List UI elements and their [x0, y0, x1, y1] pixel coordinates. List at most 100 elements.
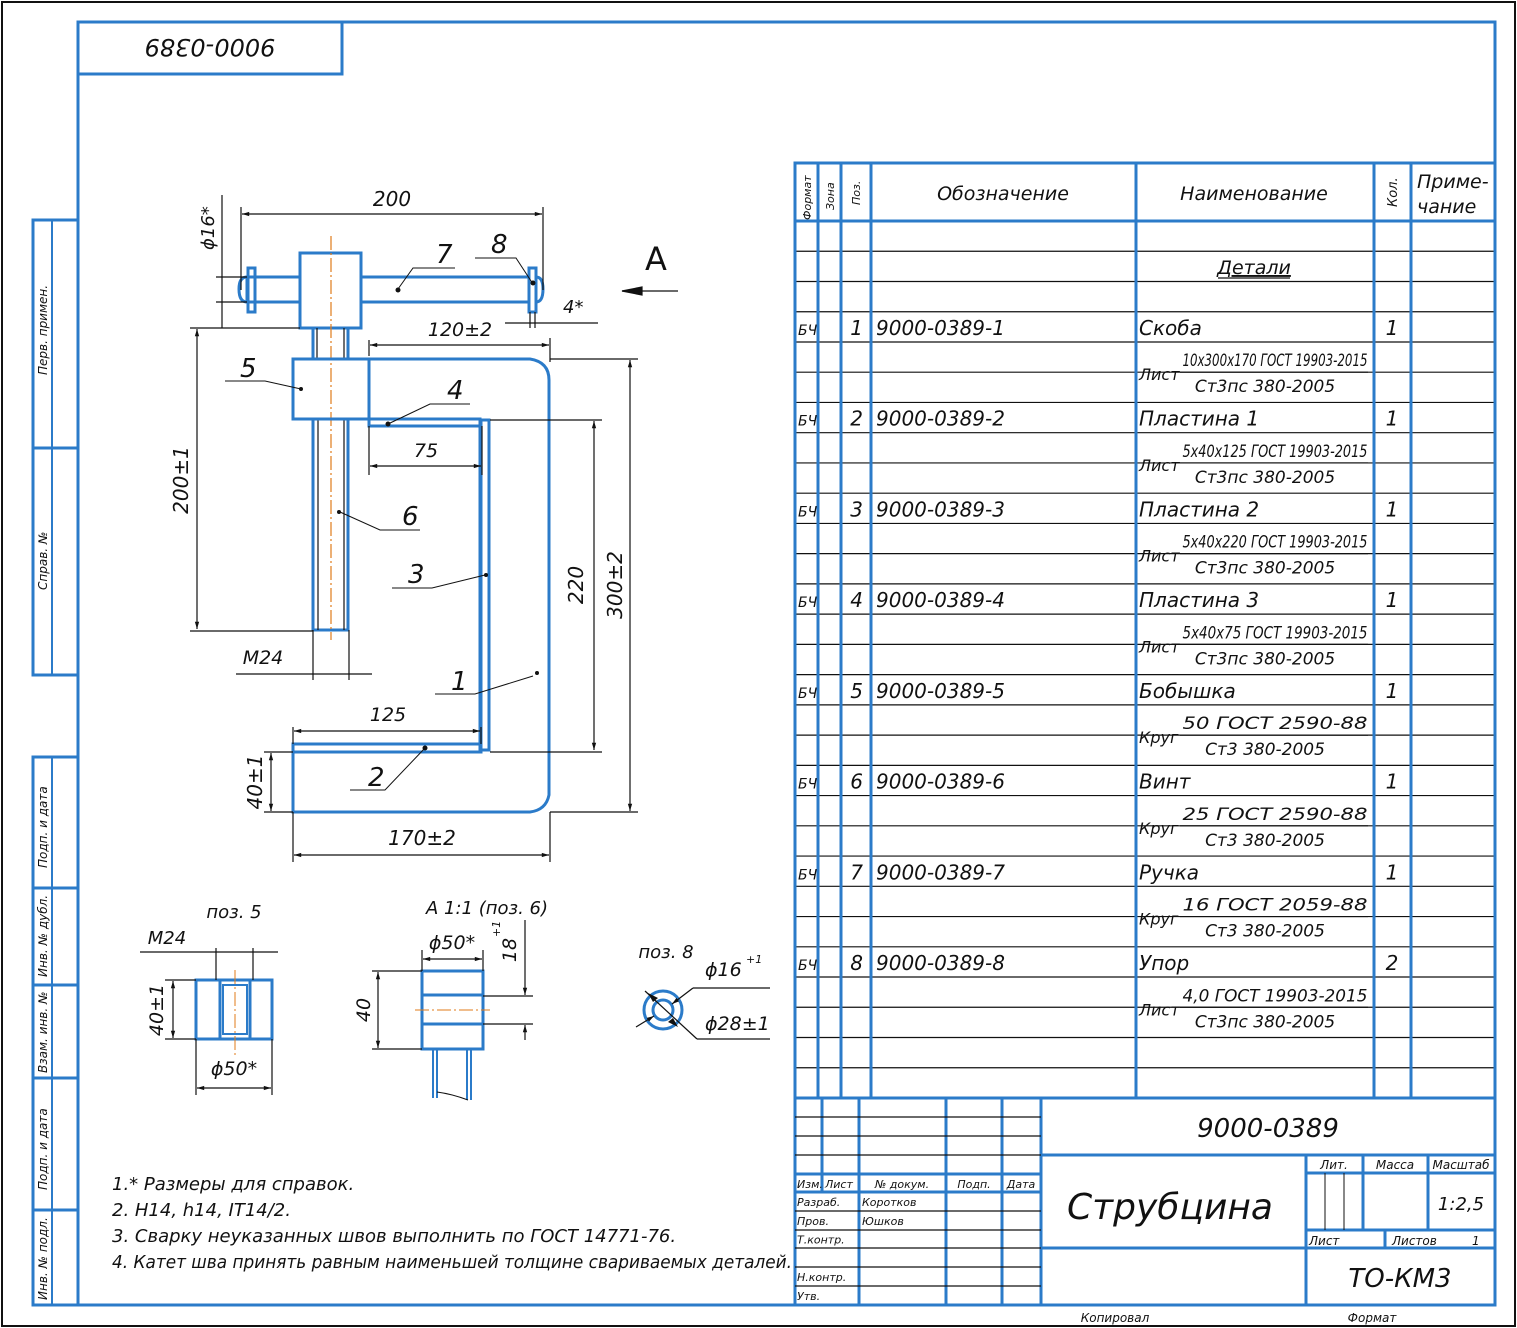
row-material-prefix: Лист: [1138, 547, 1180, 566]
row-format: БЧ: [798, 958, 818, 974]
tb-person: Коротков: [862, 1196, 917, 1209]
tb-role: Разраб.: [797, 1196, 840, 1209]
stop-left: [246, 266, 257, 314]
dim-text: ϕ16*: [198, 206, 219, 250]
dim-text: M24: [243, 647, 284, 669]
row-material-bottom: Ст3пс 380-2005: [1195, 468, 1335, 488]
row-pos: 8: [850, 951, 863, 975]
tb-role: Т.контр.: [797, 1234, 845, 1247]
boss: [291, 357, 371, 421]
tb-col-list: Лист: [824, 1178, 853, 1191]
row-material-prefix: Круг: [1139, 910, 1179, 929]
row-qty: 1: [1386, 860, 1399, 884]
row-pos: 6: [850, 770, 863, 794]
side-label: Взам. инв. №: [36, 992, 50, 1073]
row-qty: 1: [1386, 316, 1399, 340]
assembly-view: 1 2 3 4 5 6 7 8 A 200 ϕ16* 4* 120±2 75 2…: [169, 187, 678, 862]
row-designation: 9000-0389-8: [876, 951, 1005, 975]
row-material-top: 4,0 ГОСТ 19903-2015: [1183, 986, 1368, 1006]
side-label: Подп. и дата: [36, 786, 50, 868]
side-strip: Перв. примен. Справ. № Подп. и дата Инв.…: [31, 218, 80, 1307]
row-material-prefix: Лист: [1138, 637, 1180, 656]
header-pos: Поз.: [850, 181, 863, 205]
row-designation: 9000-0389-4: [876, 588, 1005, 612]
row-name: Ручка: [1139, 860, 1199, 884]
detail-title: A 1:1 (поз. 6): [425, 898, 548, 919]
tb-col-sign: Подп.: [957, 1178, 990, 1191]
row-material-bottom: Ст3пс 380-2005: [1195, 377, 1335, 397]
header-note: чание: [1417, 196, 1476, 218]
header-note: Приме-: [1417, 171, 1489, 193]
header-zone: Зона: [824, 182, 837, 210]
row-name: Упор: [1139, 951, 1189, 975]
row-material-bottom: Ст3 380-2005: [1205, 831, 1325, 851]
row-material-bottom: Ст3пс 380-2005: [1195, 1012, 1335, 1032]
row-pos: 2: [850, 407, 863, 431]
row-format: БЧ: [798, 323, 818, 339]
row-pos: 3: [850, 497, 863, 521]
position-label: 6: [402, 502, 419, 532]
detail-view-a: A 1:1 (поз. 6) ϕ50* 40 18 +1: [353, 898, 548, 1101]
side-label: Перв. примен.: [36, 285, 50, 375]
row-designation: 9000-0389-3: [876, 497, 1005, 521]
row-pos: 5: [850, 679, 863, 703]
detail-title: поз. 5: [206, 902, 261, 923]
row-material-top: 5x40x75 ГОСТ 19903-2015: [1183, 623, 1368, 643]
row-qty: 1: [1386, 407, 1399, 431]
dim-text: ϕ28±1: [705, 1013, 770, 1035]
view-label: A: [645, 240, 667, 278]
row-material-top: 16 ГОСТ 2059-88: [1183, 896, 1368, 916]
row-material-top: 5x40x125 ГОСТ 19903-2015: [1183, 442, 1368, 462]
tb-sheets-label: Листов: [1391, 1234, 1437, 1248]
side-label: Инв. № подл.: [36, 1217, 50, 1300]
row-name: Пластина 1: [1139, 407, 1259, 431]
dim-text: 40±1: [243, 755, 267, 810]
dim-text: 125: [370, 704, 406, 726]
position-label: 8: [491, 230, 508, 260]
dim-text: 18: [499, 938, 521, 962]
row-material-prefix: Круг: [1139, 728, 1179, 747]
tb-format-label: Формат: [1348, 1311, 1398, 1325]
dim-text: ϕ50*: [429, 932, 475, 954]
dim-text: 200±1: [169, 446, 193, 514]
row-name: Бобышка: [1139, 679, 1236, 703]
tb-role: Н.контр.: [797, 1271, 846, 1284]
row-material-prefix: Лист: [1138, 365, 1180, 384]
side-label: Подп. и дата: [36, 1108, 50, 1190]
dim-text: ϕ16: [705, 959, 742, 981]
dim-text: 40: [353, 998, 375, 1022]
row-material-top: 10x300x170 ГОСТ 19903-2015: [1183, 351, 1368, 371]
organization: ТО-КМ3: [1348, 1264, 1451, 1294]
row-material-top: 5x40x220 ГОСТ 19903-2015: [1183, 533, 1368, 553]
tb-scale-label: Масштаб: [1432, 1158, 1490, 1172]
doc-number: 9000-0389: [1197, 1114, 1339, 1144]
row-name: Пластина 2: [1139, 497, 1259, 521]
row-material-bottom: Ст3 380-2005: [1205, 740, 1325, 760]
tb-sheet-label: Лист: [1308, 1234, 1340, 1248]
row-format: БЧ: [798, 414, 818, 430]
dim-tolerance: +1: [490, 921, 503, 937]
dim-text: 4*: [563, 297, 583, 318]
tb-person: Юшков: [862, 1215, 904, 1228]
row-format: БЧ: [798, 777, 818, 793]
tb-copied-label: Копировал: [1081, 1311, 1150, 1325]
plate-1: [291, 742, 483, 754]
handle-right: [359, 275, 531, 304]
top-stamp-box: [76, 20, 344, 76]
side-label: Инв. № дубл.: [36, 895, 50, 977]
row-qty: 1: [1386, 679, 1399, 703]
position-label: 7: [436, 240, 453, 270]
header-qty: Кол.: [1386, 177, 1401, 207]
row-material-prefix: Лист: [1138, 1000, 1180, 1019]
position-label: 5: [240, 354, 257, 384]
row-material-top: 50 ГОСТ 2590-88: [1183, 714, 1368, 734]
row-qty: 1: [1386, 588, 1399, 612]
tb-role: Утв.: [797, 1290, 820, 1303]
section-title: Детали: [1216, 257, 1291, 279]
dimension-lines: [190, 195, 678, 862]
detail-boss: поз. 5 M24 40±1 ϕ50*: [140, 902, 278, 1095]
